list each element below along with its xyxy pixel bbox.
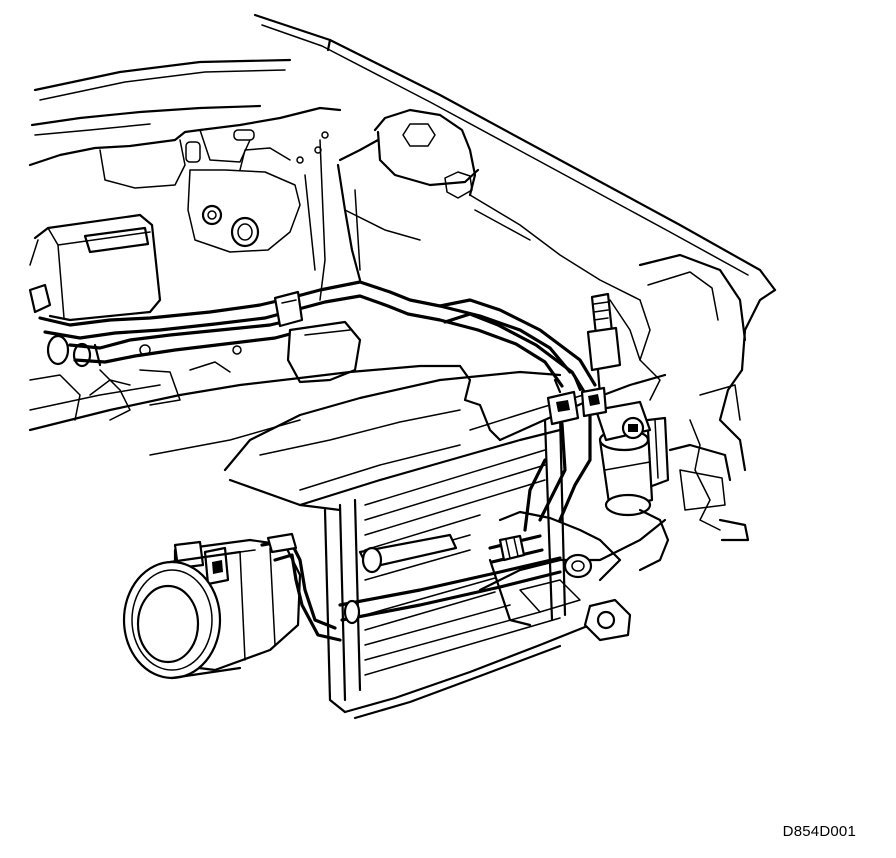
evaporator-case — [28, 213, 162, 322]
condenser — [323, 413, 592, 720]
radiator-support — [28, 364, 667, 512]
figure-code: D854D001 — [782, 823, 856, 840]
line-fittings — [523, 376, 608, 532]
left-lower-details — [29, 361, 231, 421]
refrigerant-lines — [38, 280, 597, 421]
lower-bracket — [478, 508, 670, 642]
receiver-drier — [594, 400, 670, 517]
strut-tower — [336, 108, 641, 301]
ac-compressor — [122, 532, 342, 680]
hood-fender — [253, 13, 777, 372]
service-port — [586, 292, 622, 397]
cowl-firewall — [28, 58, 361, 301]
fender-apron — [609, 253, 750, 542]
